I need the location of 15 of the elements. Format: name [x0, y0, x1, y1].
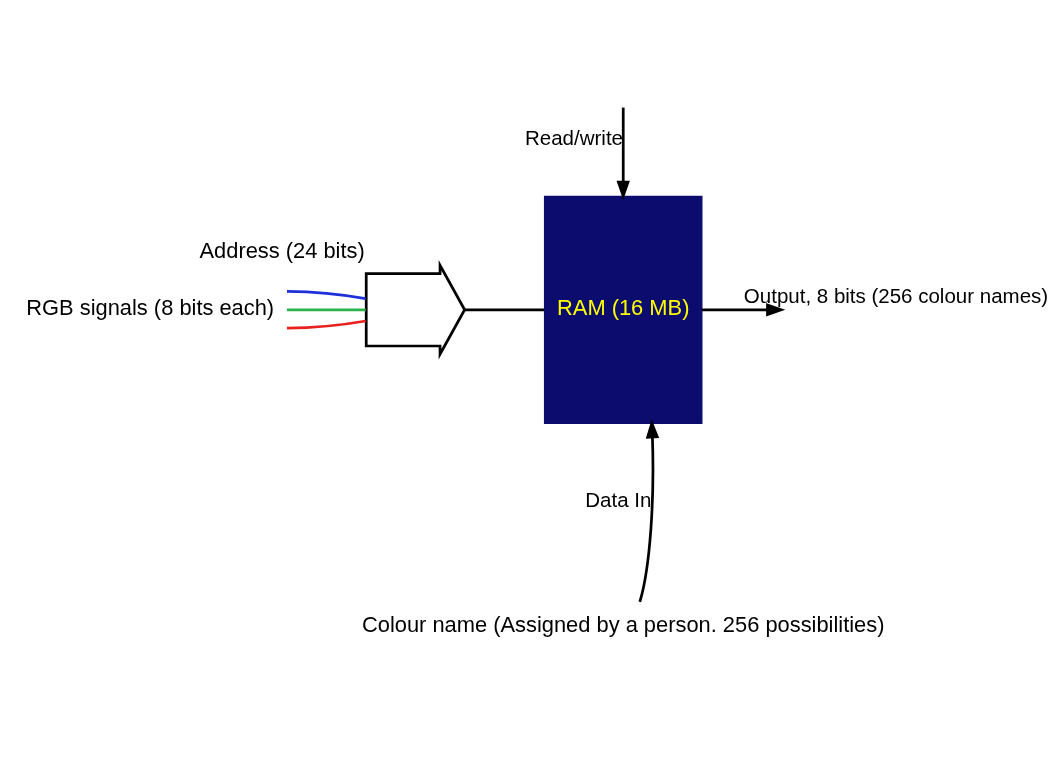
connector [464, 308, 545, 312]
edge-label: Data In [585, 487, 652, 511]
edge-label: Output, 8 bits (256 colour names) [743, 283, 1049, 307]
arrow [616, 107, 630, 200]
arrow [701, 303, 786, 317]
node-text: RGB signals (8 bits each) [26, 294, 275, 320]
node-label: Address (24 bits) [199, 238, 365, 264]
arrow [638, 419, 660, 603]
connector [286, 308, 366, 312]
node-box: RAM (16 MB) [543, 195, 703, 424]
edge-label: Read/write [525, 126, 624, 150]
node-arrow [364, 260, 467, 360]
node-text: Colour name (Assigned by a person. 256 possibilities) [361, 612, 885, 638]
connector [286, 319, 366, 330]
connector [286, 289, 366, 300]
